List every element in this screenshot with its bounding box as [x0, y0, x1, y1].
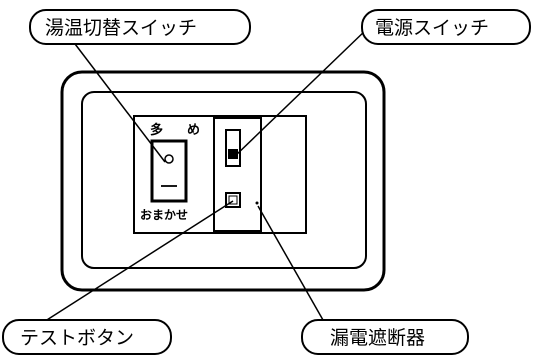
power-switch-lever[interactable]	[225, 129, 241, 167]
test-button-callout-box	[2, 319, 172, 355]
test-button-callout: テストボタン	[2, 319, 172, 355]
breaker-marker-dot	[255, 201, 259, 205]
test-button-leader-line	[38, 200, 234, 326]
test-button-inner	[228, 195, 238, 205]
breaker-housing	[213, 117, 262, 232]
breaker-callout: 漏電遮断器	[301, 319, 469, 355]
temp-switch-callout-label: 湯温切替スイッチ	[45, 17, 197, 39]
power-switch-callout: 電源スイッチ	[361, 9, 531, 45]
housing-inner-frame	[81, 91, 367, 269]
temp-switch-rocker[interactable]	[150, 139, 188, 203]
housing-outer-frame	[60, 70, 386, 292]
temp-switch-indicator-icon	[164, 154, 174, 164]
temp-switch-leader-line	[71, 39, 166, 163]
test-button-callout-label: テストボタン	[20, 327, 134, 349]
temp-switch-callout: 湯温切替スイッチ	[29, 9, 251, 45]
power-switch-leader-line	[233, 27, 369, 158]
breaker-leader-line	[257, 205, 328, 328]
breaker-callout-label: 漏電遮断器	[330, 327, 425, 349]
temp-switch-label-left: 多	[150, 122, 163, 138]
temp-switch-callout-box	[29, 9, 251, 45]
power-switch-callout-label: 電源スイッチ	[375, 17, 489, 39]
temp-switch-label-right: め	[187, 123, 200, 138]
temp-switch-label-bottom: おまかせ	[140, 208, 188, 222]
breaker-callout-box	[301, 319, 469, 355]
power-switch-callout-box	[361, 9, 531, 45]
power-switch-knob	[228, 149, 238, 159]
